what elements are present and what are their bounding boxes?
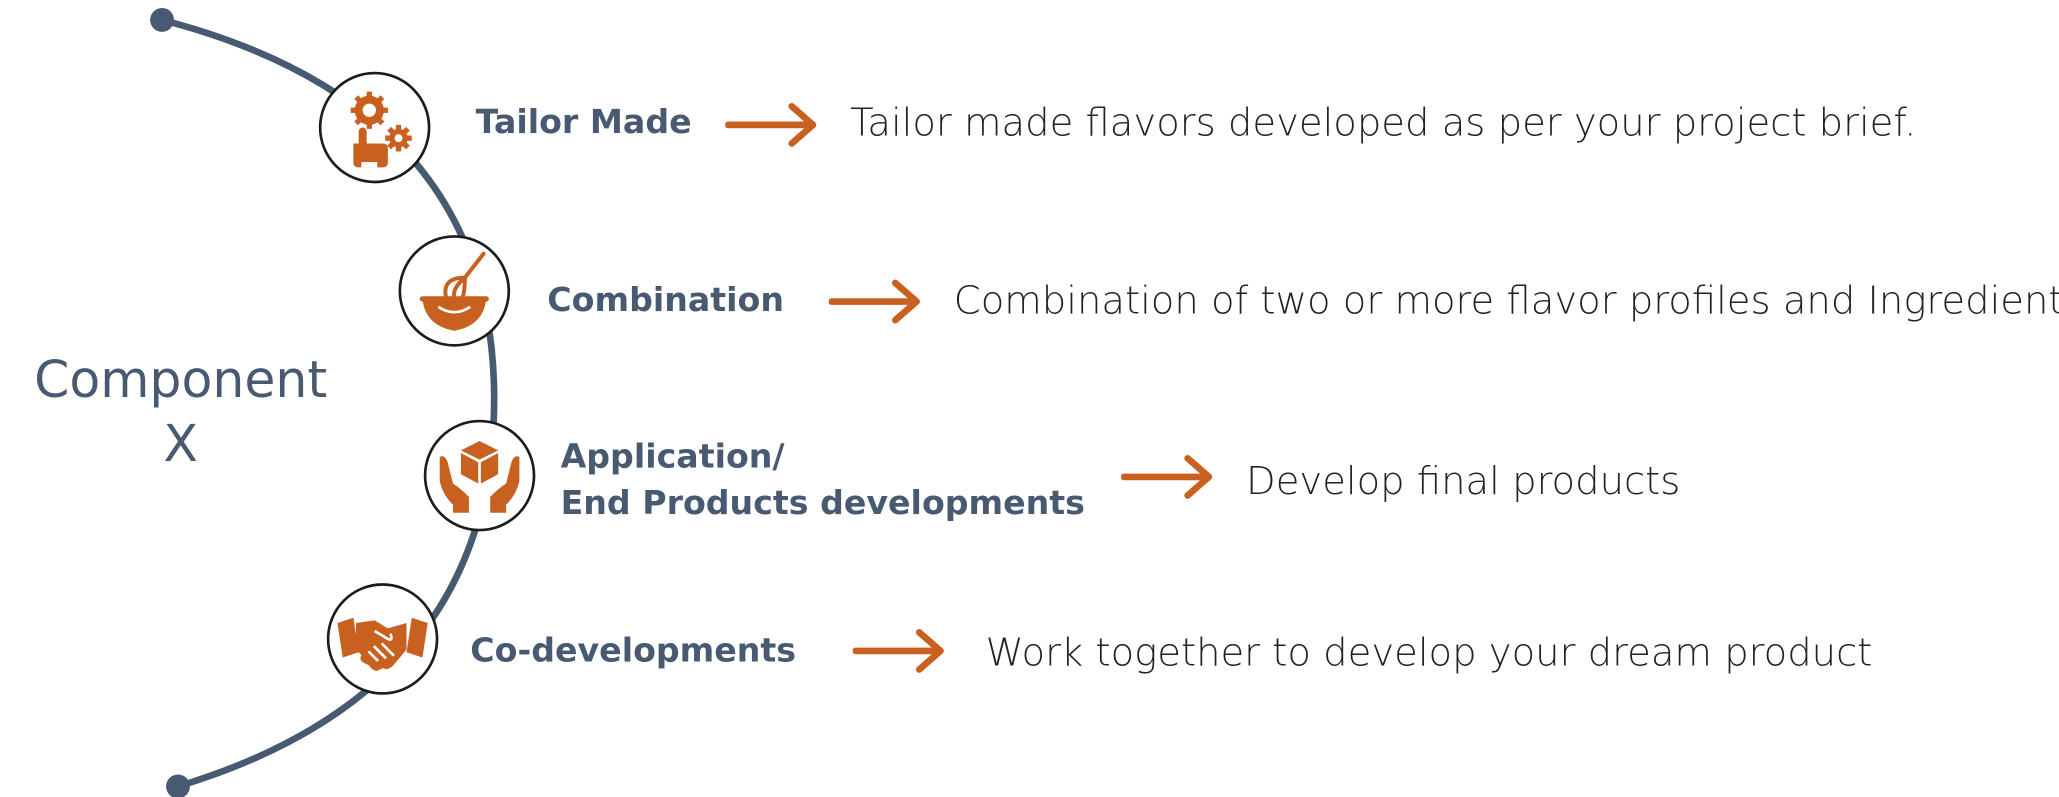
step-description-combination: Combination of two or more flavor profil… bbox=[953, 277, 2059, 323]
step-description-tailor-made: Tailor made flavors developed as per you… bbox=[850, 99, 1917, 145]
title-line-2: X bbox=[163, 414, 198, 473]
step-description-co-developments: Work together to develop your dream prod… bbox=[985, 629, 1873, 675]
step-label-line-1: Application/ bbox=[560, 437, 785, 476]
step-label-line-1: Combination bbox=[547, 280, 785, 319]
whisk-bowl-icon bbox=[419, 251, 489, 331]
arc-start-dot bbox=[150, 7, 175, 32]
step-label-line-1: Co-developments bbox=[470, 630, 797, 670]
step-description-application: Develop final products bbox=[1246, 458, 1681, 504]
arrow-right-icon bbox=[852, 628, 944, 673]
arrow-right-icon bbox=[725, 102, 817, 147]
gears-hand-icon bbox=[350, 91, 412, 168]
step-label-combination: Combination bbox=[547, 276, 784, 322]
diagram-title: Component X bbox=[0, 348, 361, 476]
hands-box-icon bbox=[439, 441, 520, 513]
step-label-co-developments: Co-developments bbox=[470, 627, 796, 673]
arrow-right-icon bbox=[828, 279, 920, 324]
step-node-co-developments bbox=[326, 583, 439, 695]
title-line-1: Component bbox=[34, 350, 328, 410]
step-label-line-1: Tailor Made bbox=[475, 102, 692, 141]
step-node-combination bbox=[398, 235, 511, 347]
step-label-line-2: End Products developments bbox=[560, 483, 1085, 523]
step-label-application: Application/ End Products developments bbox=[561, 433, 1085, 526]
handshake-icon bbox=[337, 617, 428, 671]
step-label-tailor-made: Tailor Made bbox=[476, 98, 692, 144]
arrow-right-icon bbox=[1121, 454, 1213, 499]
step-node-tailor-made bbox=[318, 71, 431, 184]
arc-end-dot bbox=[166, 774, 190, 797]
step-node-application bbox=[423, 419, 536, 532]
